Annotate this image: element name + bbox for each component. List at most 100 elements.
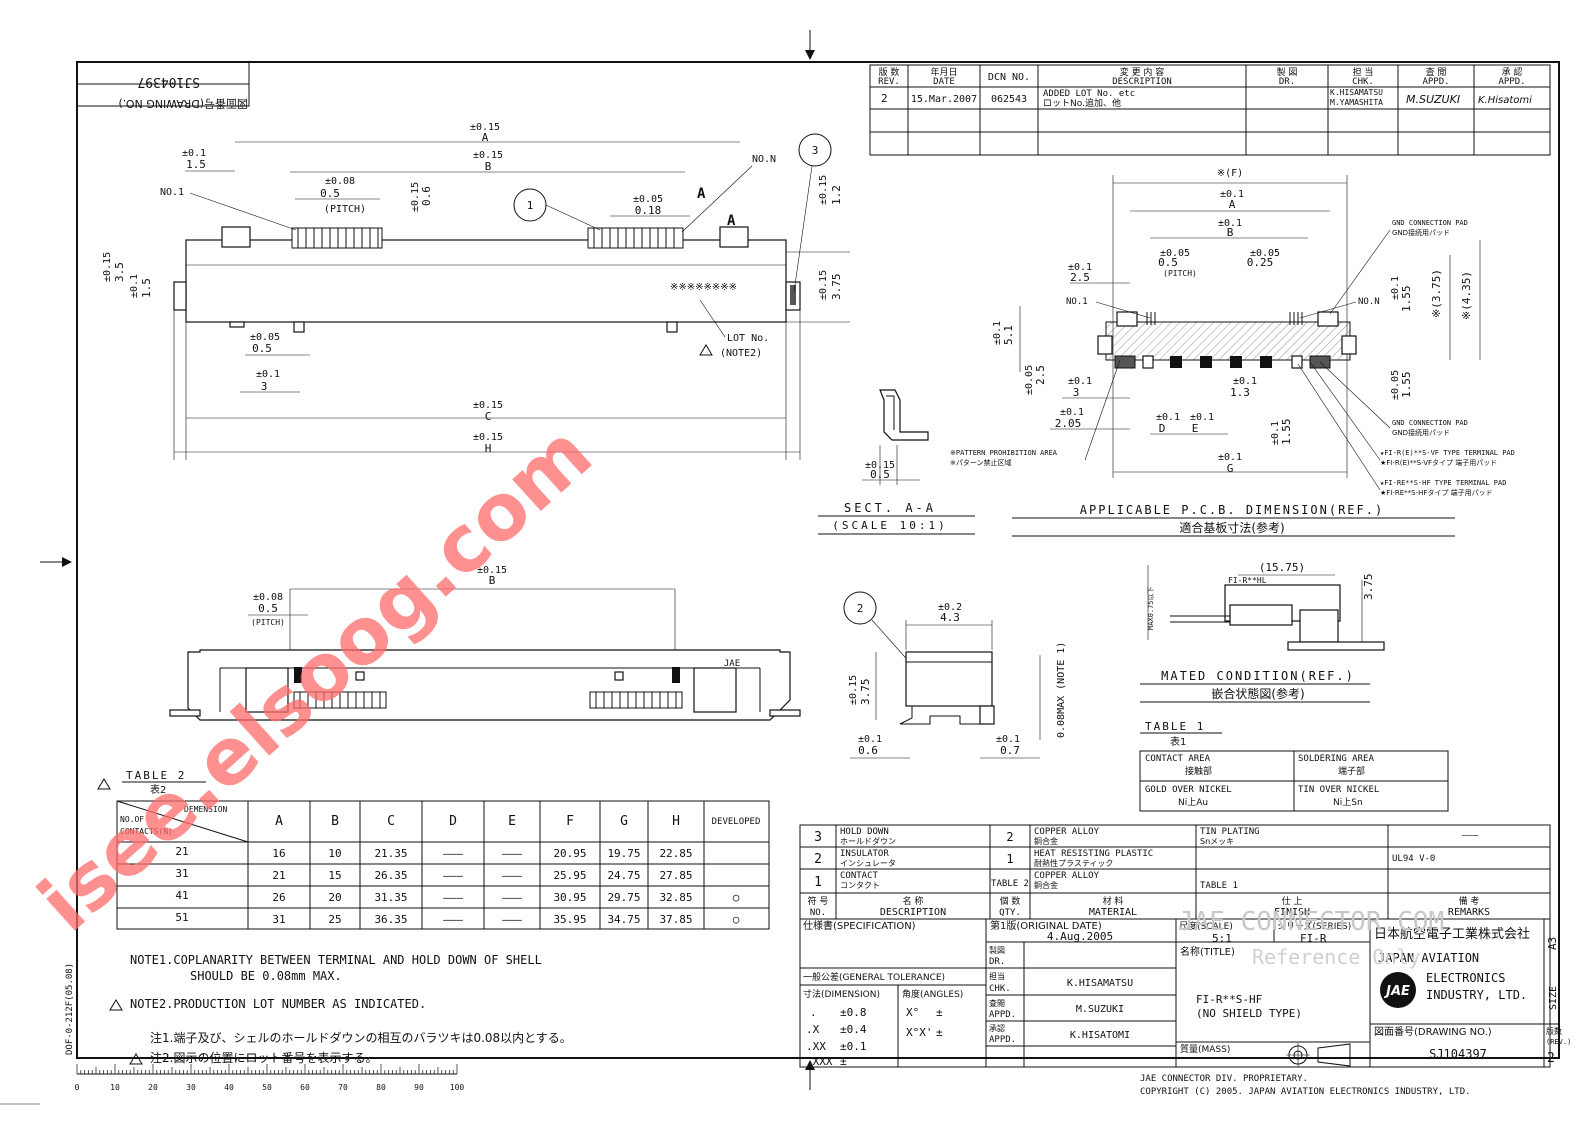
svg-text:26.35: 26.35 [374,869,407,882]
svg-text:MATERIAL: MATERIAL [1089,907,1137,918]
svg-text:.X: .X [806,1023,820,1036]
svg-text:±0.15: ±0.15 [477,565,507,576]
svg-text:0.6: 0.6 [420,186,433,206]
svg-text:±0.1: ±0.1 [182,148,206,159]
svg-text:仕様書(SPECIFICATION): 仕様書(SPECIFICATION) [803,919,916,932]
svg-text:E: E [1192,422,1199,435]
svg-text:3.75: 3.75 [859,679,872,706]
svg-text:NOTE2.PRODUCTION LOT NUMBER AS: NOTE2.PRODUCTION LOT NUMBER AS INDICATED… [130,997,426,1011]
svg-text:2: 2 [857,602,864,615]
svg-text:(PITCH): (PITCH) [324,204,366,215]
svg-text:G: G [620,814,628,829]
watermark-jae: JAE CONNECTOR.COM [1178,907,1444,937]
svg-text:100: 100 [450,1083,465,1092]
svg-text:±0.1: ±0.1 [992,321,1003,345]
svg-text:10: 10 [110,1083,120,1092]
svg-text:インシュレータ: インシュレータ [840,859,896,868]
svg-text:A: A [1229,198,1236,211]
svg-text:NO.OF: NO.OF [120,815,144,824]
svg-text:30.95: 30.95 [553,891,586,904]
svg-text:GOLD OVER NICKEL: GOLD OVER NICKEL [1145,785,1232,795]
top-contacts-left [291,227,383,249]
svg-text:A: A [275,814,283,829]
svg-text:銅合金: 銅合金 [1034,836,1058,846]
svg-text:15.Mar.2007: 15.Mar.2007 [911,94,977,105]
svg-text:LOT No.: LOT No. [727,333,769,344]
svg-text:第1版(ORIGINAL DATE): 第1版(ORIGINAL DATE) [990,919,1102,932]
svg-text:CONTACT: CONTACT [840,871,879,881]
svg-text:———: ——— [1462,831,1479,841]
svg-text:コンタクト: コンタクト [840,881,880,890]
svg-text:±0.1: ±0.1 [1218,218,1242,229]
svg-text:±0.1: ±0.1 [1190,412,1214,423]
svg-text:35.95: 35.95 [553,913,586,926]
svg-text:90: 90 [414,1083,424,1092]
svg-text:.: . [810,1006,817,1019]
svg-text:K.HISAMATSU: K.HISAMATSU [1330,88,1383,97]
svg-text:±0.15: ±0.15 [818,175,829,205]
svg-text:DEMENSION: DEMENSION [184,805,228,814]
svg-text:DESCRIPTION: DESCRIPTION [880,907,946,918]
svg-text:APPD.: APPD. [989,1035,1016,1045]
svg-text:COPYRIGHT (C) 2005. JAPAN AVIA: COPYRIGHT (C) 2005. JAPAN AVIATION ELECT… [1140,1087,1471,1097]
drawing-number-rotated: SJ104397 [137,74,200,89]
svg-text:21.35: 21.35 [374,847,407,860]
table-row: 31 [175,867,188,880]
svg-text:★FI-RE**S-HFタイプ 端子用パッド: ★FI-RE**S-HFタイプ 端子用パッド [1380,488,1493,497]
svg-text:K.Hisatomi: K.Hisatomi [1478,95,1532,106]
svg-text:D: D [449,814,457,829]
svg-text:.XX: .XX [806,1040,826,1053]
svg-text:COPPER ALLOY: COPPER ALLOY [1034,827,1100,837]
svg-text:3: 3 [814,830,822,845]
svg-text:1: 1 [1006,852,1013,866]
svg-text:———: ——— [502,847,522,860]
form-number: DOF-0-212F(05.08) [65,963,75,1055]
svg-text:M.SUZUKI: M.SUZUKI [1076,1004,1124,1015]
svg-text:B: B [489,574,496,587]
svg-text:CHK.: CHK. [1352,77,1374,87]
svg-text:16: 16 [272,847,285,860]
svg-text:ELECTRONICS: ELECTRONICS [1426,971,1505,985]
table-2: TABLE 2 表2 DEMENSION NO.OF CONTACTS(N) A… [97,769,770,930]
svg-text:±0.15: ±0.15 [473,400,503,411]
svg-text:2: 2 [1547,1051,1555,1066]
svg-text:062543: 062543 [991,94,1027,105]
svg-text:±0.05: ±0.05 [1250,248,1280,259]
svg-text:M.SUZUKI: M.SUZUKI [1406,93,1460,106]
svg-text:27.85: 27.85 [659,869,692,882]
svg-text:29.75: 29.75 [607,891,640,904]
svg-text:———: ——— [443,891,463,904]
pcb-dimension: ※(F) ±0.1 A ±0.1 B ±0.05 0.5 (PITCH) ±0.… [950,168,1515,537]
section-a-a: ±0.15 0.5 SECT. A-A (SCALE 10:1) [818,389,975,535]
svg-text:0.5: 0.5 [1158,256,1178,269]
svg-text:H: H [672,814,680,829]
svg-text:CHK.: CHK. [989,984,1011,994]
svg-text:H: H [485,442,492,455]
svg-text:40: 40 [224,1083,234,1092]
svg-text:±0.05: ±0.05 [633,194,663,205]
svg-text:UL94 V-0: UL94 V-0 [1392,854,1435,864]
svg-text:(NOTE2): (NOTE2) [720,348,762,359]
svg-text:22.85: 22.85 [659,847,692,860]
svg-text:±0.1: ±0.1 [1390,276,1401,300]
svg-text:±: ± [936,1006,943,1019]
svg-text:注1.端子及び、シェルのホールドダウンの相互のバラツキは0.: 注1.端子及び、シェルのホールドダウンの相互のバラツキは0.08以内とする。 [150,1030,572,1045]
svg-text:符 号: 符 号 [808,895,829,907]
svg-text:※※※※※※※※: ※※※※※※※※ [670,282,737,293]
svg-text:±0.1: ±0.1 [1068,376,1092,387]
svg-text:±0.4: ±0.4 [840,1023,867,1036]
svg-text:★FI-R(E)**S-VFタイプ 端子用パッド: ★FI-R(E)**S-VFタイプ 端子用パッド [1380,458,1497,467]
svg-text:HOLD DOWN: HOLD DOWN [840,827,889,837]
svg-text:GND CONNECTION PAD: GND CONNECTION PAD [1392,219,1468,227]
svg-text:1.5: 1.5 [140,278,153,298]
svg-text:Ni上Sn: Ni上Sn [1333,797,1363,808]
svg-text:担 当: 担 当 [1353,66,1374,78]
svg-text:M.YAMASHITA: M.YAMASHITA [1330,98,1383,107]
svg-text:★FI-RE**S-HF TYPE TERMINAL PAD: ★FI-RE**S-HF TYPE TERMINAL PAD [1380,479,1506,487]
svg-text:±0.15: ±0.15 [865,460,895,471]
svg-text:±0.05: ±0.05 [1024,365,1035,395]
svg-text:———: ——— [502,891,522,904]
svg-text:TABLE 2: TABLE 2 [126,769,186,782]
svg-text:0.7: 0.7 [1000,744,1020,757]
svg-text:31: 31 [272,913,285,926]
